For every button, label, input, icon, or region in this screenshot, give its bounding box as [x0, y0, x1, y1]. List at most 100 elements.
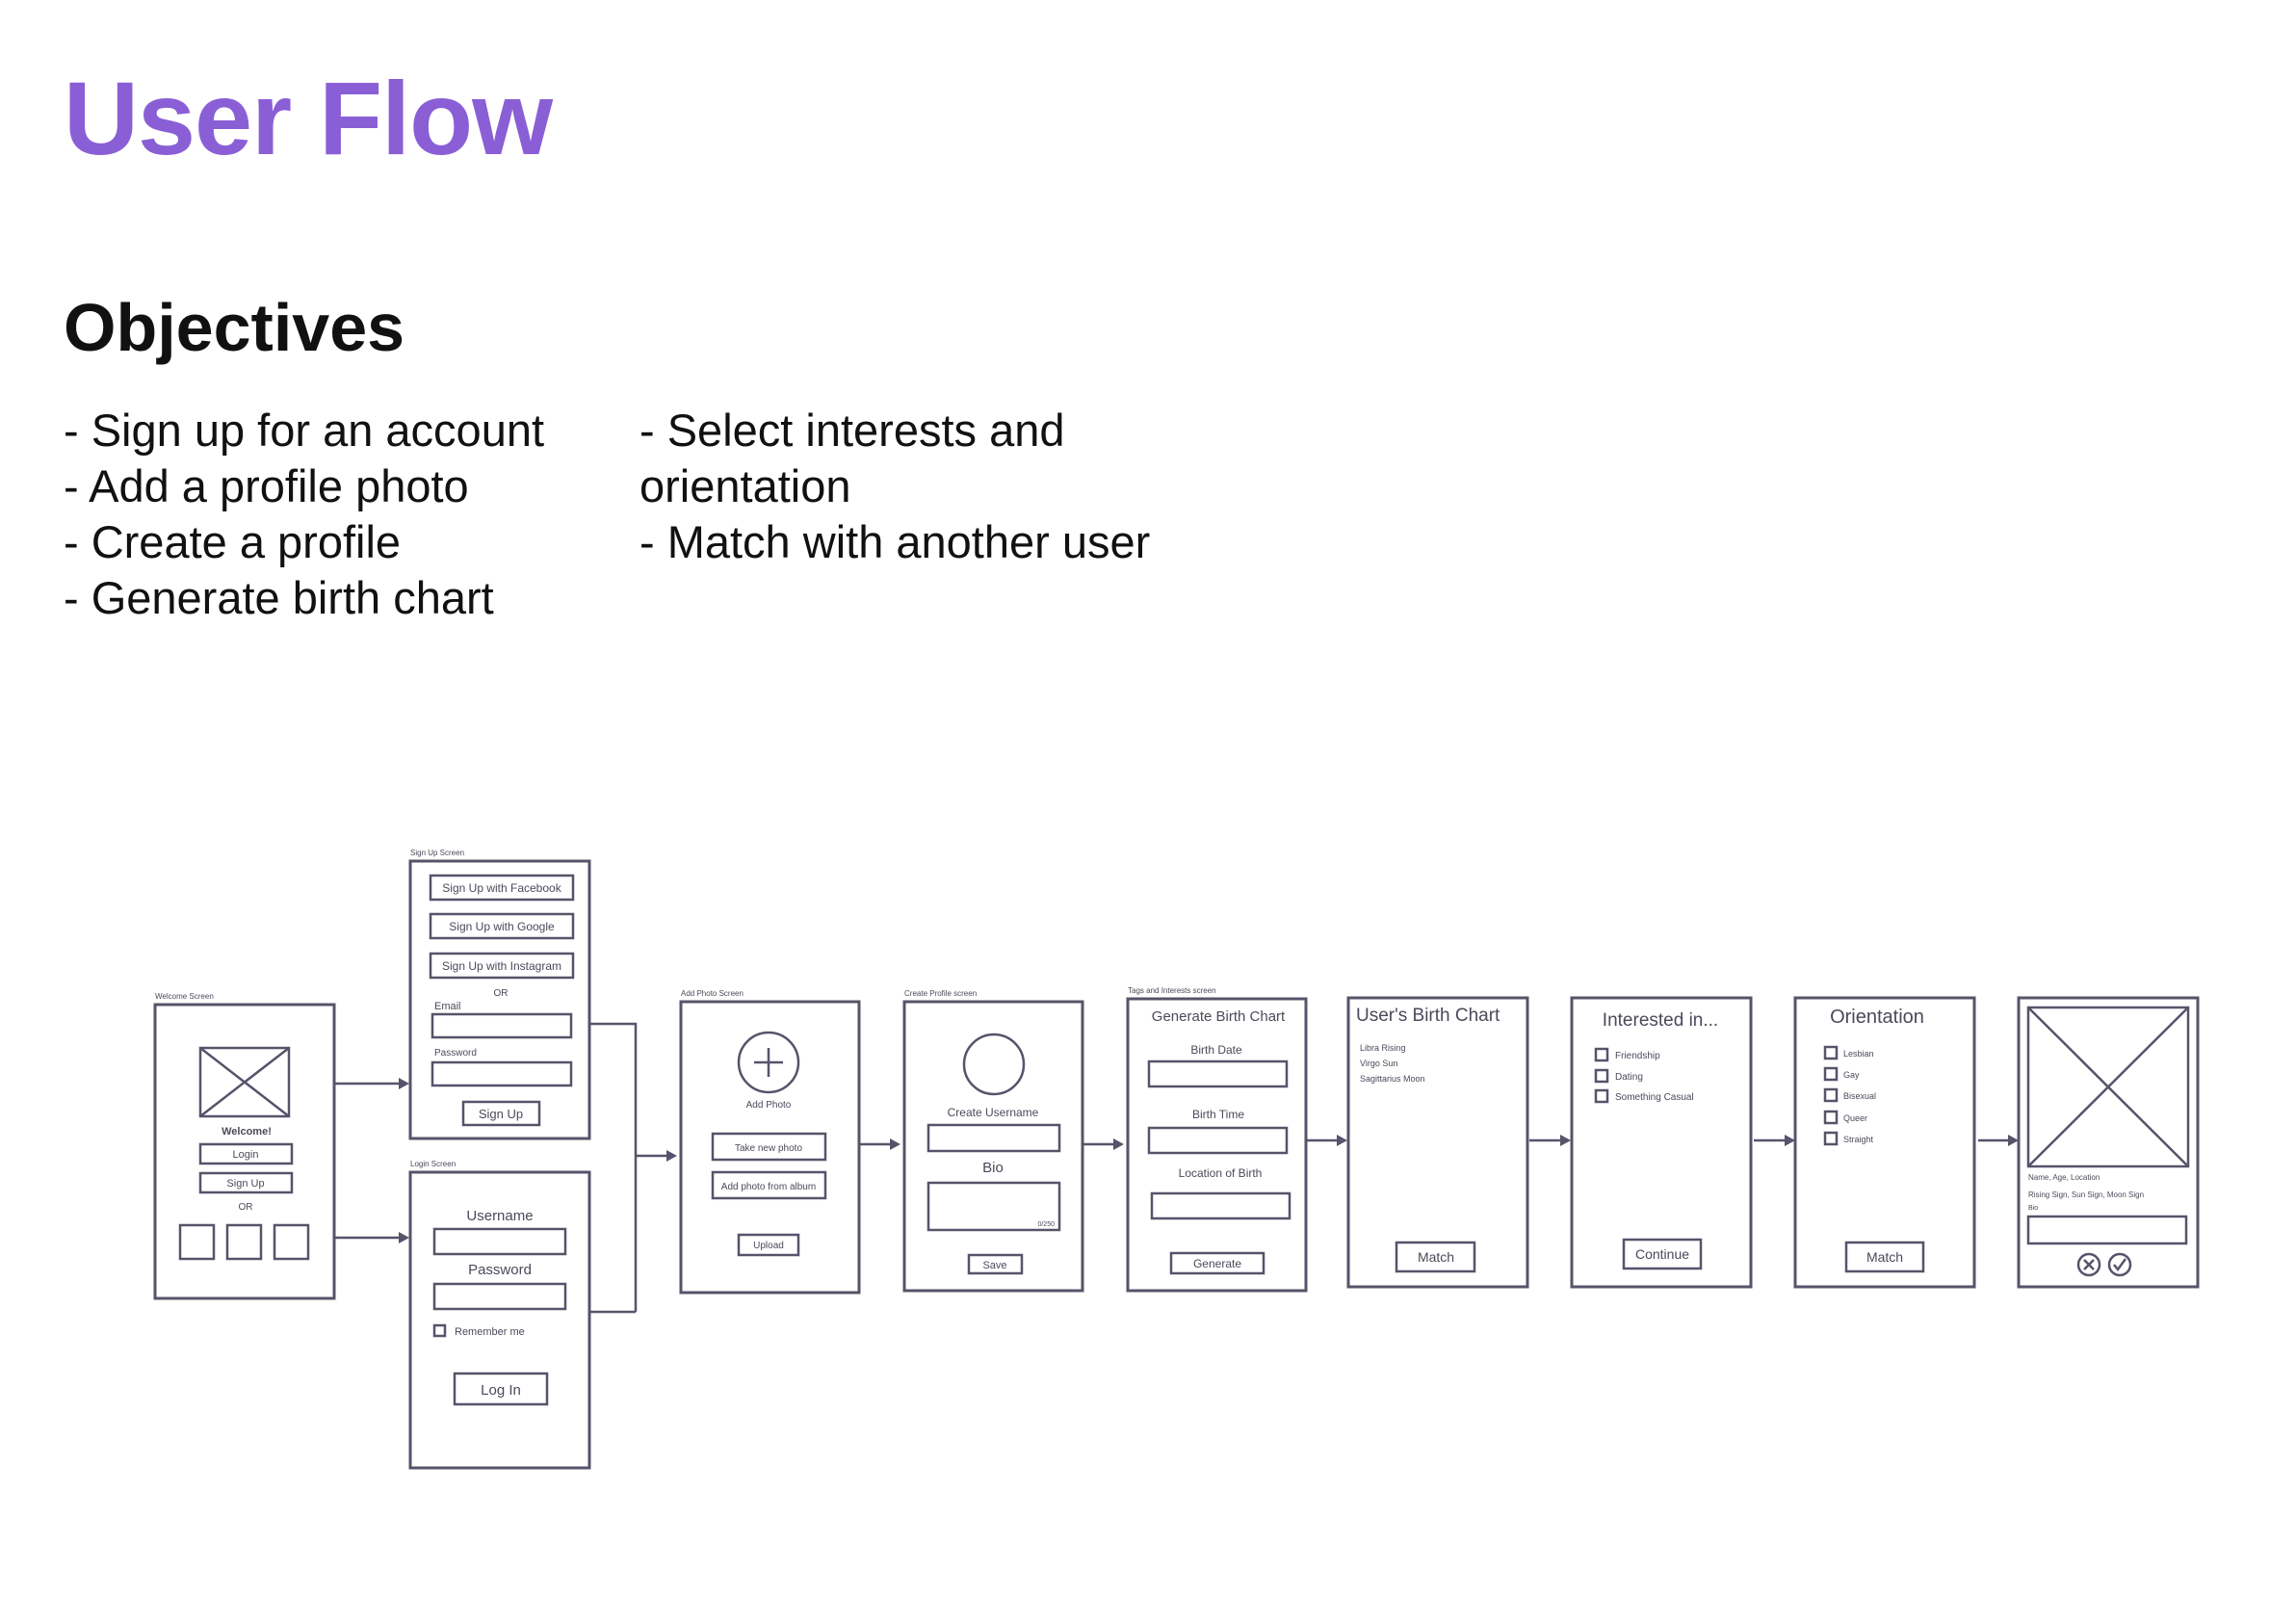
signup-screen-caption: Sign Up Screen	[410, 849, 464, 857]
objective-item: - Select interests and	[639, 405, 1065, 456]
match-button-label: Match	[1866, 1249, 1903, 1265]
objective-item: - Create a profile	[64, 516, 402, 567]
add-photo-icon[interactable]	[737, 1031, 800, 1094]
match-bio-field	[2026, 1215, 2188, 1245]
create-profile-screen: Create Profile screen Create Username Bi…	[902, 989, 1084, 1293]
login-button[interactable]	[198, 1142, 294, 1165]
interest-option-label: Friendship	[1615, 1051, 1660, 1061]
signup-facebook-label: Sign Up with Facebook	[442, 881, 561, 895]
birth-location-label: Location of Birth	[1179, 1166, 1263, 1180]
objective-item: - Generate birth chart	[64, 572, 494, 623]
welcome-heading: Welcome!	[222, 1126, 272, 1138]
birth-date-label: Birth Date	[1190, 1043, 1242, 1057]
take-photo-button[interactable]	[711, 1132, 827, 1162]
user-flow-diagram: Welcome Screen Welcome! Login Sign Up OR…	[153, 849, 2200, 1470]
match-button[interactable]	[1395, 1241, 1476, 1273]
signup-instagram-label: Sign Up with Instagram	[442, 959, 561, 973]
reject-icon[interactable]	[2076, 1252, 2101, 1277]
add-photo-label: Add Photo	[746, 1100, 792, 1111]
username-field[interactable]	[432, 1227, 567, 1256]
birth-chart-input-screen: Tags and Interests screen Generate Birth…	[1126, 986, 1308, 1293]
generate-button[interactable]	[1169, 1251, 1265, 1275]
social-login-icon[interactable]	[178, 1223, 216, 1261]
password-label: Password	[434, 1048, 477, 1059]
interest-checkbox[interactable]	[1594, 1047, 1609, 1062]
accept-icon[interactable]	[2107, 1252, 2132, 1277]
login-screen-caption: Login Screen	[410, 1160, 456, 1168]
match-name-age-location: Name, Age, Location	[2028, 1173, 2100, 1182]
login-submit-label: Log In	[481, 1382, 521, 1399]
password-field[interactable]	[430, 1060, 573, 1087]
password-field[interactable]	[432, 1282, 567, 1311]
objectives-list-right: - Select interests and orientation - Mat…	[639, 403, 1217, 570]
continue-button[interactable]	[1622, 1238, 1703, 1270]
birth-chart-input-caption: Tags and Interests screen	[1128, 986, 1216, 995]
rising-sign-text: Libra Rising	[1360, 1043, 1406, 1053]
bio-counter: 0/250	[1037, 1221, 1055, 1228]
orientation-checkbox[interactable]	[1823, 1045, 1839, 1060]
email-field[interactable]	[430, 1012, 573, 1039]
social-login-icon[interactable]	[225, 1223, 263, 1261]
match-button-label: Match	[1418, 1249, 1454, 1265]
objective-item: - Sign up for an account	[64, 405, 545, 456]
signup-google-button[interactable]	[429, 912, 575, 940]
password-label: Password	[468, 1262, 532, 1278]
interest-option-label: Dating	[1615, 1072, 1643, 1083]
birth-date-field[interactable]	[1147, 1060, 1289, 1088]
signup-screen: Sign Up Screen Sign Up with Facebook Sig…	[408, 849, 591, 1140]
interest-checkbox[interactable]	[1594, 1088, 1609, 1104]
signup-submit-label: Sign Up	[479, 1107, 523, 1121]
create-profile-caption: Create Profile screen	[904, 989, 977, 998]
birth-chart-result-screen: User's Birth Chart Libra Rising Virgo Su…	[1346, 996, 1529, 1289]
birth-time-field[interactable]	[1147, 1126, 1289, 1155]
match-bio-label: Bio	[2028, 1205, 2038, 1212]
orientation-option-label: Gay	[1843, 1070, 1860, 1080]
birth-location-field[interactable]	[1150, 1191, 1292, 1220]
signup-submit-button[interactable]	[461, 1100, 541, 1127]
signup-or-label: OR	[494, 988, 509, 999]
orientation-checkbox[interactable]	[1823, 1066, 1839, 1082]
welcome-screen: Welcome Screen Welcome! Login Sign Up OR	[153, 992, 336, 1300]
add-photo-caption: Add Photo Screen	[681, 989, 744, 998]
remember-me-label: Remember me	[455, 1326, 525, 1338]
orientation-screen: Orientation Lesbian Gay Bisexual Queer S…	[1793, 996, 1976, 1289]
interest-checkbox[interactable]	[1594, 1068, 1609, 1084]
social-login-icon[interactable]	[273, 1223, 310, 1261]
orientation-checkbox[interactable]	[1823, 1087, 1839, 1103]
birth-chart-result-title: User's Birth Chart	[1356, 1006, 1500, 1026]
signup-instagram-button[interactable]	[429, 952, 575, 980]
login-button-label: Login	[233, 1149, 259, 1161]
profile-photo-placeholder-icon	[2026, 1006, 2190, 1168]
album-photo-button[interactable]	[711, 1170, 827, 1200]
orientation-checkbox[interactable]	[1823, 1131, 1839, 1146]
remember-me-checkbox[interactable]	[432, 1323, 447, 1338]
match-screen: Name, Age, Location Rising Sign, Sun Sig…	[2017, 996, 2200, 1289]
upload-button[interactable]	[737, 1233, 800, 1257]
match-signs: Rising Sign, Sun Sign, Moon Sign	[2028, 1190, 2144, 1199]
image-placeholder-icon	[198, 1046, 291, 1118]
email-label: Email	[434, 1001, 461, 1012]
login-submit-button[interactable]	[453, 1372, 549, 1406]
orientation-option-label: Bisexual	[1843, 1091, 1876, 1101]
signup-facebook-button[interactable]	[429, 874, 575, 902]
username-field[interactable]	[926, 1123, 1061, 1153]
continue-button-label: Continue	[1635, 1246, 1689, 1262]
objectives-list-left: - Sign up for an account - Add a profile…	[64, 403, 603, 626]
match-button[interactable]	[1844, 1241, 1925, 1273]
orientation-checkbox[interactable]	[1823, 1110, 1839, 1125]
signup-button[interactable]	[198, 1171, 294, 1194]
signup-button-label: Sign Up	[226, 1178, 264, 1190]
objectives-heading: Objectives	[64, 290, 405, 365]
add-photo-screen: Add Photo Screen Add Photo Take new phot…	[679, 989, 861, 1295]
upload-label: Upload	[753, 1241, 784, 1251]
moon-sign-text: Sagittarius Moon	[1360, 1074, 1425, 1084]
generate-label: Generate	[1193, 1257, 1241, 1270]
orientation-option-label: Straight	[1843, 1135, 1874, 1144]
flow-connectors	[334, 1022, 2019, 1314]
login-screen: Login Screen Username Password Remember …	[408, 1160, 591, 1470]
bio-field[interactable]	[926, 1181, 1061, 1232]
save-button[interactable]	[967, 1253, 1024, 1275]
avatar[interactable]	[962, 1033, 1026, 1096]
orientation-option-label: Lesbian	[1843, 1049, 1874, 1059]
objective-item: - Add a profile photo	[64, 460, 469, 511]
